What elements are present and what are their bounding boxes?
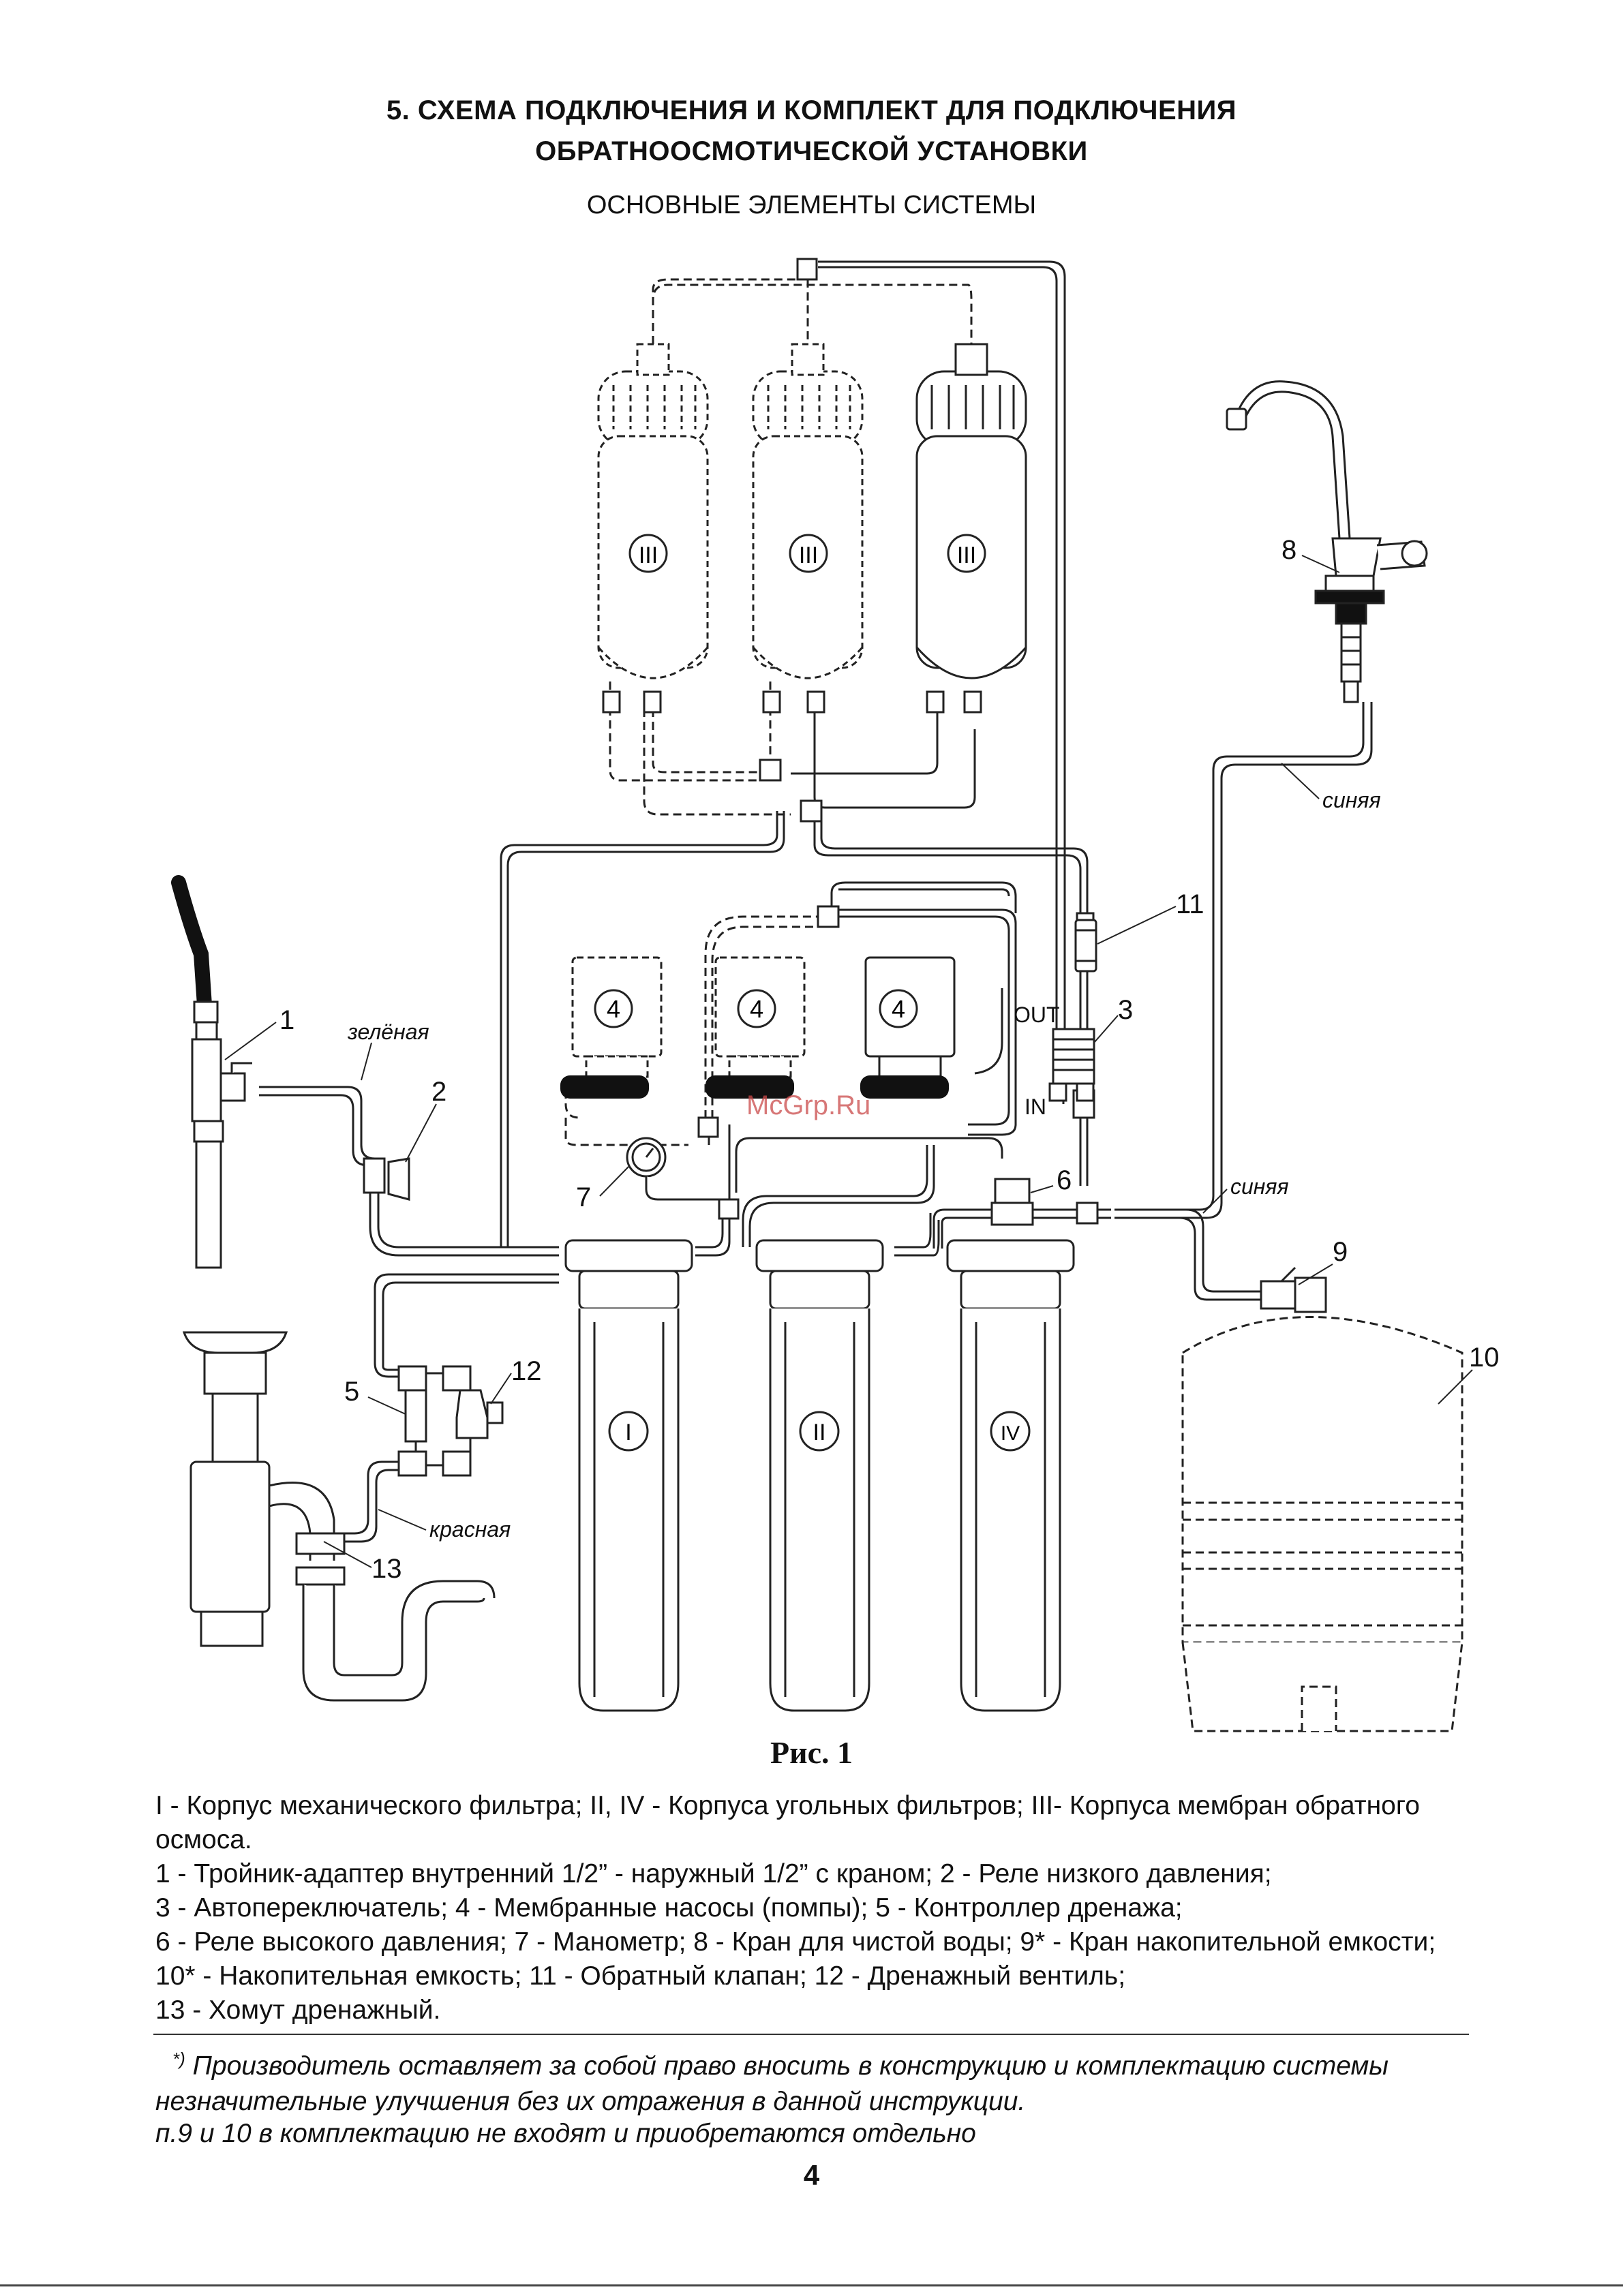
callout-1: 1 xyxy=(279,1005,294,1035)
pump-marker-2 xyxy=(737,989,776,1028)
tube-label-red: красная xyxy=(429,1517,511,1542)
callout-13: 13 xyxy=(371,1554,402,1584)
membrane-marker-3 xyxy=(947,534,986,573)
figure-caption: Рис. 1 xyxy=(770,1735,853,1770)
membrane-housing-1 xyxy=(597,343,709,679)
watermark: McGrp.Ru xyxy=(746,1090,870,1120)
membrane-marker-2 xyxy=(789,534,828,573)
pump-label-1: 4 xyxy=(607,995,620,1023)
connection-diagram: III III III xyxy=(171,258,1500,1732)
legend-item-6-12: 6 - Реле высокого давления; 7 - Манометр… xyxy=(155,1927,1436,1991)
tubing xyxy=(259,260,1373,1543)
callout-5: 5 xyxy=(344,1377,359,1407)
pump-marker-1 xyxy=(594,989,633,1028)
high-pressure-relay xyxy=(990,1178,1034,1226)
low-pressure-relay xyxy=(363,1157,410,1201)
callout-2: 2 xyxy=(431,1077,446,1107)
callout-11: 11 xyxy=(1176,889,1204,919)
membrane-housing-3 xyxy=(915,343,1027,679)
clean-water-faucet xyxy=(1226,380,1428,703)
pump-label-2: 4 xyxy=(750,995,763,1023)
membrane-label-2: III xyxy=(799,542,818,568)
storage-tank xyxy=(1181,1316,1463,1732)
divider xyxy=(153,2034,1469,2035)
pressure-gauge xyxy=(626,1137,719,1201)
pump-2-base xyxy=(706,1075,794,1099)
legend-item-3-5: 3 - Автопереключатель; 4 - Мембранные на… xyxy=(155,1893,1183,1923)
drain-valve xyxy=(455,1389,504,1439)
filter-housing-2 xyxy=(755,1239,884,1712)
page-number: 4 xyxy=(803,2159,820,2191)
switch-label-out: OUT xyxy=(1014,1002,1060,1027)
tee-fittings xyxy=(602,258,1099,1225)
switch-label-in: IN xyxy=(1025,1095,1046,1119)
filter-housing-3 xyxy=(946,1239,1075,1712)
pump-1-base xyxy=(560,1075,649,1099)
membrane-label-1: III xyxy=(639,542,658,568)
membrane-label-3: III xyxy=(957,542,976,568)
callout-9: 9 xyxy=(1333,1237,1348,1267)
auto-switch xyxy=(1048,1028,1095,1102)
reserve-note: *) Производитель оставляет за собой прав… xyxy=(155,2041,1478,2119)
tube-label-blue-top: синяя xyxy=(1322,788,1381,812)
sink-drain xyxy=(182,1331,496,1702)
page-title-line-2: ОБРАТНООСМОТИЧЕСКОЙ УСТАНОВКИ xyxy=(535,136,1088,166)
filter-label-3: IV xyxy=(1001,1422,1020,1445)
reserve-text: Производитель оставляет за собой право в… xyxy=(155,2051,1389,2116)
page-title-line-1: 5. СХЕМА ПОДКЛЮЧЕНИЯ И КОМПЛЕКТ ДЛЯ ПОДК… xyxy=(386,95,1237,125)
pump-3-base xyxy=(860,1075,949,1099)
drain-controller xyxy=(397,1365,472,1477)
page-subtitle: ОСНОВНЫЕ ЭЛЕМЕНТЫ СИСТЕМЫ xyxy=(586,191,1037,219)
filter-label-1: I xyxy=(625,1420,631,1445)
page-bottom-rule xyxy=(0,2284,1623,2286)
callout-8: 8 xyxy=(1281,535,1296,565)
filter-marker-1 xyxy=(608,1411,649,1452)
not-included-note: п.9 и 10 в комплектацию не входят и прио… xyxy=(155,2119,976,2148)
filter-label-2: II xyxy=(813,1420,826,1445)
callout-3: 3 xyxy=(1118,995,1133,1025)
pump-label-3: 4 xyxy=(892,995,905,1023)
legend-item-1-2: 1 - Тройник-адаптер внутренний 1/2” - на… xyxy=(155,1859,1272,1888)
tube-label-green: зелёная xyxy=(347,1020,429,1044)
pump-marker-3 xyxy=(879,989,918,1028)
legend-item-housings: I - Корпус механического фильтра; II, IV… xyxy=(155,1791,1420,1854)
membrane-marker-1 xyxy=(628,534,668,573)
check-valve xyxy=(1074,919,1097,973)
callout-6: 6 xyxy=(1057,1165,1072,1195)
filter-marker-2 xyxy=(799,1411,840,1452)
adapter-tee xyxy=(191,1000,252,1269)
legend-item-13: 13 - Хомут дренажный. xyxy=(155,1995,441,2025)
callout-10: 10 xyxy=(1469,1343,1500,1373)
inlet-hose xyxy=(171,875,212,1013)
legend: I - Корпус механического фильтра; II, IV… xyxy=(155,1789,1478,2027)
membrane-housing-2 xyxy=(752,343,864,679)
callout-12: 12 xyxy=(511,1356,542,1386)
filter-marker-3 xyxy=(990,1411,1031,1452)
filter-housing-1 xyxy=(564,1239,693,1712)
tube-label-blue-bottom: синяя xyxy=(1230,1174,1289,1199)
callout-7: 7 xyxy=(576,1182,591,1212)
reserve-mark: *) xyxy=(172,2049,185,2069)
